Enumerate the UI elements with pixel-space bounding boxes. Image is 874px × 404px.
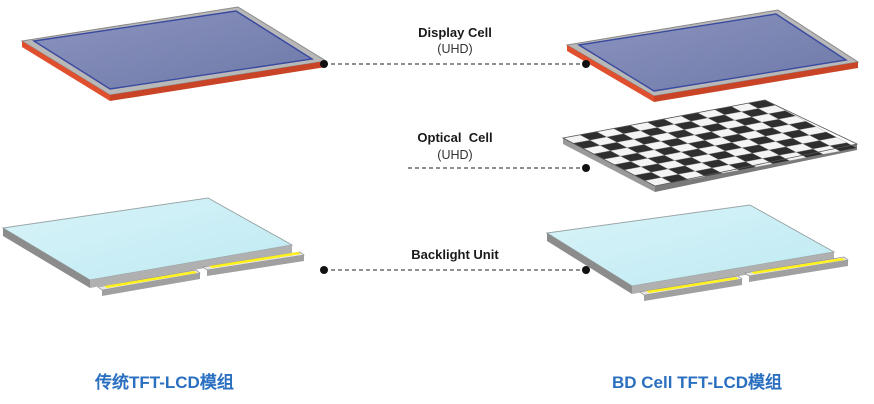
label-display-cell-sub: (UHD) — [437, 42, 472, 56]
left-led-bar-1 — [97, 269, 201, 296]
left-led-bar-2 — [202, 251, 305, 276]
connector-optical — [408, 164, 590, 172]
caption-bd-cell-lcd: BD Cell TFT-LCD模组 — [612, 373, 782, 392]
caption-traditional-lcd: 传统TFT-LCD模组 — [95, 373, 234, 392]
label-backlight-unit: Backlight Unit — [411, 247, 499, 262]
right-optical-cell — [561, 99, 859, 192]
right-led-bar-1 — [639, 275, 743, 301]
optical-checkerboard-pattern — [562, 99, 858, 187]
label-optical-cell-sub: (UHD) — [437, 148, 472, 162]
left-backlight-unit — [1, 197, 305, 296]
connector-backlight — [320, 266, 590, 274]
left-display-cell — [20, 6, 328, 101]
right-backlight-unit — [545, 204, 849, 301]
right-led-bar-2 — [744, 256, 849, 282]
label-optical-cell: Optical Cell — [417, 130, 492, 145]
connector-display — [320, 60, 590, 68]
label-display-cell: Display Cell — [418, 25, 492, 40]
right-display-cell — [565, 9, 860, 102]
